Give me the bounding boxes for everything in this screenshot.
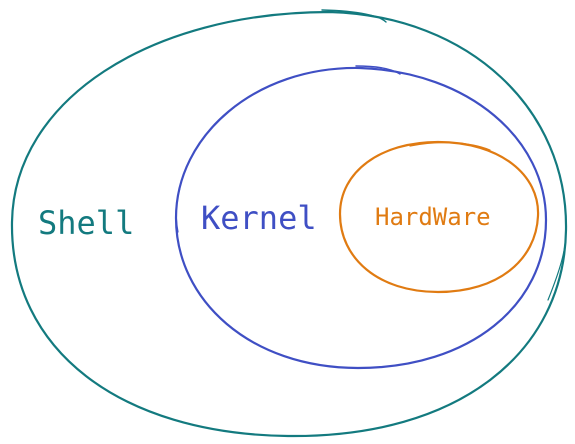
kernel-outline-sketch — [355, 65, 401, 75]
kernel-outline — [174, 66, 548, 370]
kernel-outline-sketch-2 — [175, 187, 181, 233]
kernel-layer — [174, 65, 548, 370]
shell-outline — [10, 10, 568, 438]
shell-outline-sketch-2 — [547, 231, 567, 301]
hardware-layer — [338, 140, 540, 294]
shell-layer — [10, 9, 568, 438]
hardware-outline-sketch — [409, 141, 491, 151]
hardware-outline — [338, 140, 540, 294]
shell-label: Shell — [38, 204, 134, 242]
shell-outline-sketch — [321, 9, 387, 23]
kernel-label: Kernel — [201, 199, 317, 237]
hardware-label: HardWare — [375, 203, 491, 231]
